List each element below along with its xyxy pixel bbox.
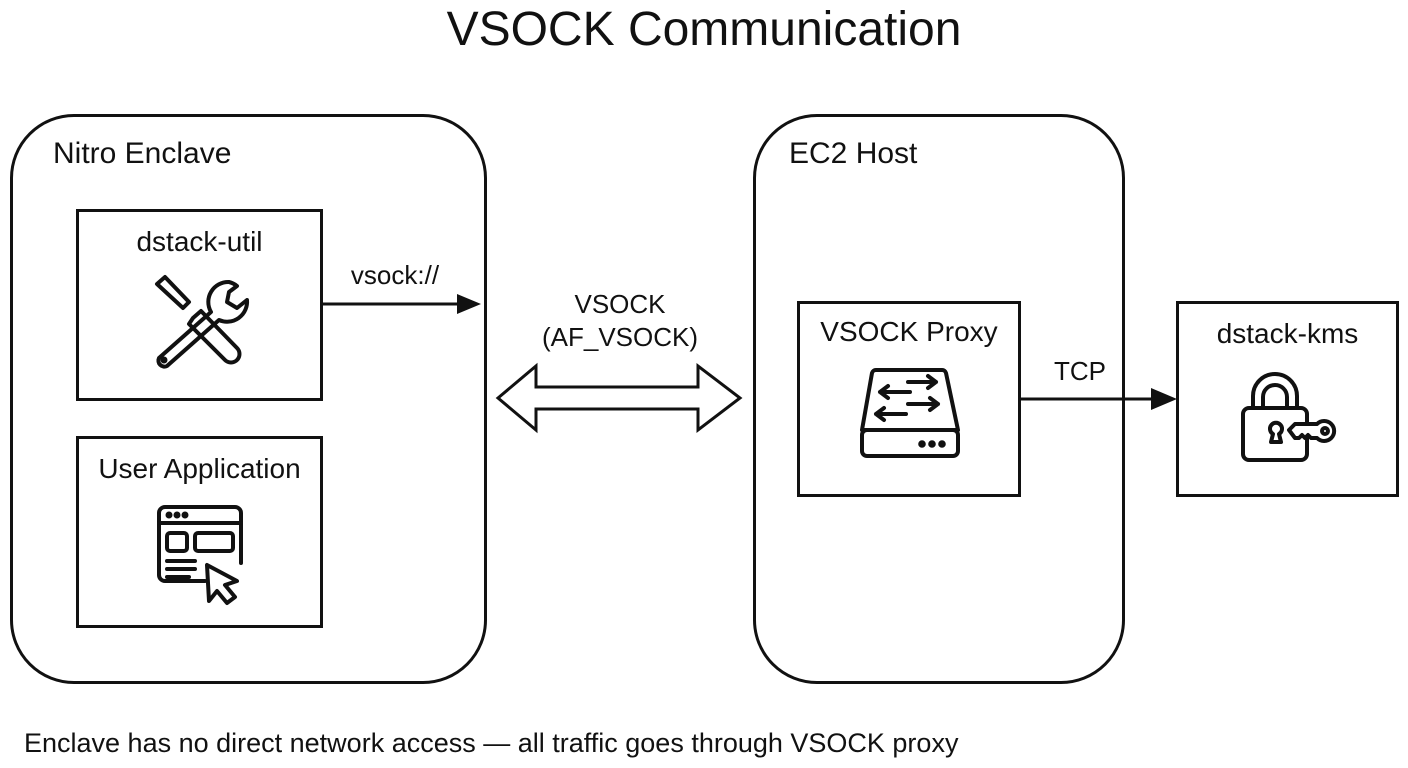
vsock-proxy-node: VSOCK Proxy (797, 301, 1021, 497)
app-window-icon (157, 505, 243, 605)
dstack-kms-node: dstack-kms (1176, 301, 1399, 497)
vsock-url-arrow (323, 294, 481, 314)
tools-icon (155, 275, 250, 369)
dstack-util-node: dstack-util (76, 209, 323, 401)
tcp-label: TCP (1054, 356, 1106, 386)
network-switch-icon (860, 368, 960, 458)
dstack-util-label: dstack-util (136, 226, 263, 257)
user-application-node: User Application (76, 436, 323, 628)
vsock-channel-label-line2: (AF_VSOCK) (541, 322, 699, 352)
lock-key-icon (1241, 372, 1337, 462)
vsock-channel-label-line1: VSOCK (574, 289, 666, 319)
nitro-enclave-label: Nitro Enclave (53, 137, 232, 170)
user-application-label: User Application (98, 453, 301, 484)
vsock-double-arrow (495, 362, 743, 434)
tcp-arrow (1021, 388, 1177, 410)
vsock-channel-label: VSOCK (AF_VSOCK) (520, 288, 720, 354)
vsock-proxy-label: VSOCK Proxy (820, 316, 998, 347)
footnote: Enclave has no direct network access — a… (24, 728, 959, 758)
nitro-enclave-container: Nitro Enclave (10, 114, 487, 684)
ec2-host-label: EC2 Host (789, 137, 918, 170)
vsock-url-label: vsock:// (350, 260, 440, 290)
dstack-kms-label: dstack-kms (1216, 318, 1359, 349)
diagram-title: VSOCK Communication (446, 3, 962, 56)
